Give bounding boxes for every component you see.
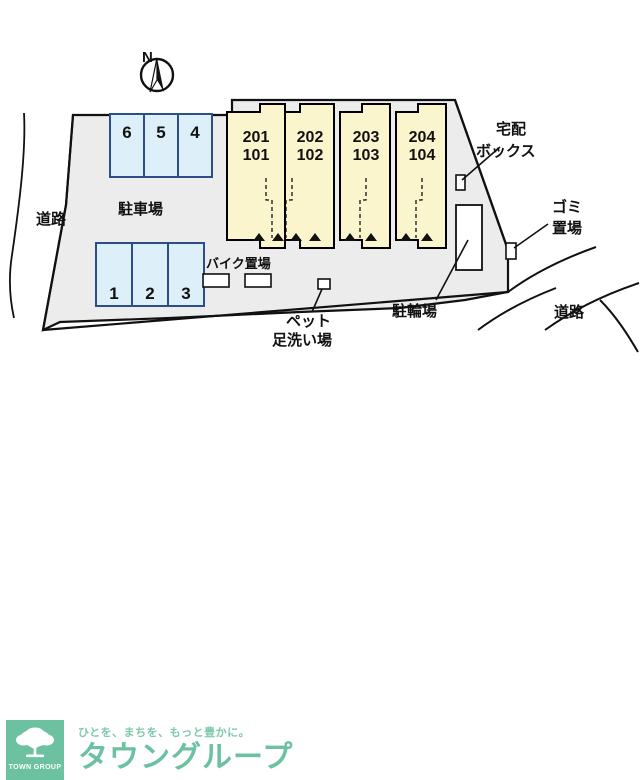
- footer-branding: TOWN GROUP ひとを、まちを、もっと豊かに。 タウングループ: [0, 358, 640, 780]
- delivery-box-label-line2: ボックス: [476, 143, 536, 160]
- pet-wash-label-line2: 足洗い場: [272, 331, 332, 349]
- parking-stall[interactable]: 2: [131, 242, 169, 307]
- unit-lower-number: 103: [353, 147, 380, 164]
- site-map: N 6 5 4 駐車場 1: [8, 49, 640, 353]
- bicycle-parking-area[interactable]: [435, 204, 483, 301]
- bike-parking-label: バイク置場: [206, 256, 271, 271]
- building-unit[interactable]: 204 104: [395, 103, 447, 249]
- pet-wash-label-line1: ペット: [286, 313, 331, 330]
- bike-parking-spot[interactable]: [244, 273, 272, 288]
- unit-lower-number: 102: [297, 147, 324, 164]
- building-unit[interactable]: 203 103: [339, 103, 391, 249]
- parking-stall[interactable]: 5: [143, 113, 179, 178]
- unit-upper-number: 202: [297, 129, 324, 146]
- north-label: N: [142, 49, 153, 66]
- parking-stall[interactable]: 1: [95, 242, 133, 307]
- road-label-left: 道路: [36, 210, 67, 228]
- unit-upper-number: 203: [353, 129, 380, 146]
- garbage-label-line1: ゴミ: [552, 198, 582, 216]
- parking-stall-label: 4: [190, 123, 200, 142]
- unit-upper-number: 201: [243, 129, 270, 146]
- parking-stall-label: 3: [181, 284, 190, 303]
- parking-stall-label: 5: [156, 123, 165, 142]
- brand-name: タウングループ: [78, 741, 294, 774]
- garbage-label-line2: 置場: [552, 220, 582, 237]
- parking-stall[interactable]: 3: [167, 242, 205, 307]
- unit-lower-number: 104: [409, 147, 436, 164]
- parking-stall-label: 2: [145, 284, 154, 303]
- building-unit[interactable]: 201 101: [226, 103, 286, 249]
- brand-tagline: ひとを、まちを、もっと豊かに。: [78, 727, 251, 739]
- parking-lot-label: 駐車場: [118, 200, 163, 218]
- parking-stalls-upper: 6 5 4: [109, 113, 213, 178]
- building-unit[interactable]: 202 102: [284, 103, 335, 249]
- parking-stall-label: 1: [109, 284, 118, 303]
- apartment-building: 201 101 202 102 203 103 204: [226, 103, 447, 249]
- bike-parking-spot[interactable]: [202, 273, 230, 288]
- brand-text-block: ひとを、まちを、もっと豊かに。 タウングループ: [78, 724, 293, 774]
- road-lines: [8, 112, 640, 353]
- road-label-right: 道路: [554, 303, 585, 321]
- unit-upper-number: 204: [409, 129, 436, 146]
- bike-parking-spots: [202, 273, 272, 288]
- bicycle-parking-label: 駐輪場: [392, 302, 437, 320]
- unit-lower-number: 101: [243, 147, 270, 164]
- pet-wash-station[interactable]: [311, 278, 331, 313]
- entrance-markers: [253, 233, 433, 241]
- parking-stall[interactable]: 4: [177, 113, 213, 178]
- garbage-area[interactable]: [505, 223, 549, 260]
- parking-stall[interactable]: 6: [109, 113, 145, 178]
- town-group-badge-text: TOWN GROUP: [8, 764, 62, 771]
- delivery-box[interactable]: [455, 146, 501, 191]
- parking-stalls-lower: 1 2 3: [95, 242, 205, 307]
- tree-icon: [16, 727, 54, 758]
- town-group-logo: TOWN GROUP: [6, 720, 64, 780]
- parking-stall-label: 6: [122, 123, 131, 142]
- north-arrow: N: [139, 49, 175, 93]
- delivery-box-label-line1: 宅配: [496, 120, 526, 138]
